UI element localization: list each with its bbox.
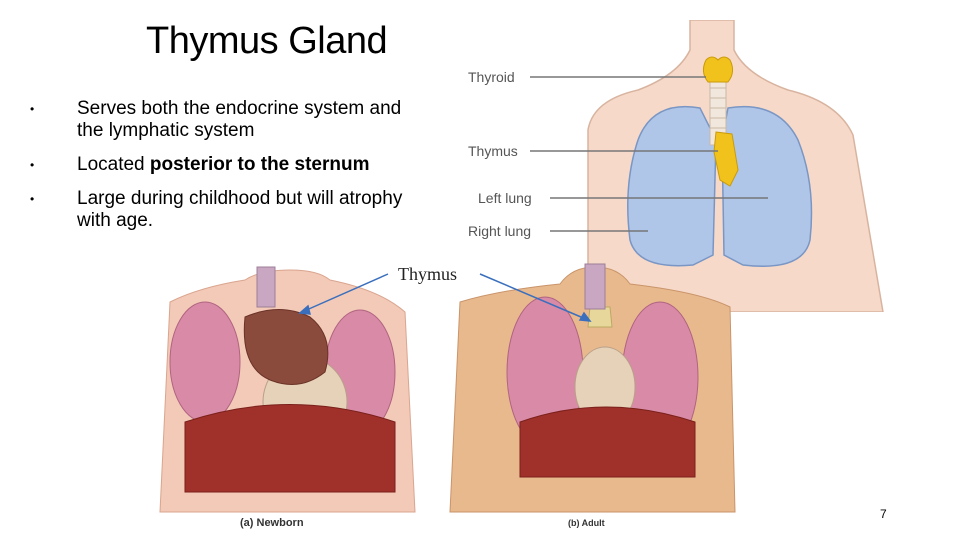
thymus-shape	[713, 131, 739, 187]
label-thymus-top: Thymus	[468, 143, 518, 159]
bullet-dot-icon: •	[30, 102, 35, 116]
label-left-lung: Left lung	[478, 190, 532, 206]
newborn-torso-illustration	[159, 266, 416, 513]
label-thyroid: Thyroid	[468, 69, 515, 85]
bullet-item: • Located posterior to the sternum	[30, 154, 410, 176]
newborn-adult-comparison-figure: Thymus (a) Newborn (b) Adult	[159, 263, 736, 529]
label-right-lung: Right lung	[468, 223, 531, 239]
label-thymus-arrow: Thymus	[398, 264, 457, 284]
bullet-text: Serves both the endocrine system and the…	[77, 98, 402, 141]
adult-torso-illustration	[449, 263, 736, 513]
bullet-text: Located	[77, 154, 150, 175]
bullet-text: Large during childhood but will atrophy …	[77, 188, 403, 231]
slide-title: Thymus Gland	[146, 20, 388, 62]
caption-newborn: (a) Newborn	[240, 517, 304, 529]
bullet-list: • Serves both the endocrine system and t…	[30, 98, 410, 244]
bullet-dot-icon: •	[30, 192, 35, 206]
thorax-diagram: Thyroid Thymus Left lung Right lung	[468, 20, 884, 312]
bullet-bold-text: posterior to the sternum	[149, 154, 370, 175]
bullet-item: • Large during childhood but will atroph…	[30, 188, 410, 232]
thyroid-shape	[702, 56, 734, 83]
bullet-dot-icon: •	[30, 158, 35, 172]
bullet-item: • Serves both the endocrine system and t…	[30, 98, 410, 142]
caption-adult: (b) Adult	[568, 518, 605, 528]
page-number: 7	[880, 507, 887, 521]
right-lung-shape	[627, 105, 717, 267]
left-lung-shape	[721, 105, 813, 267]
